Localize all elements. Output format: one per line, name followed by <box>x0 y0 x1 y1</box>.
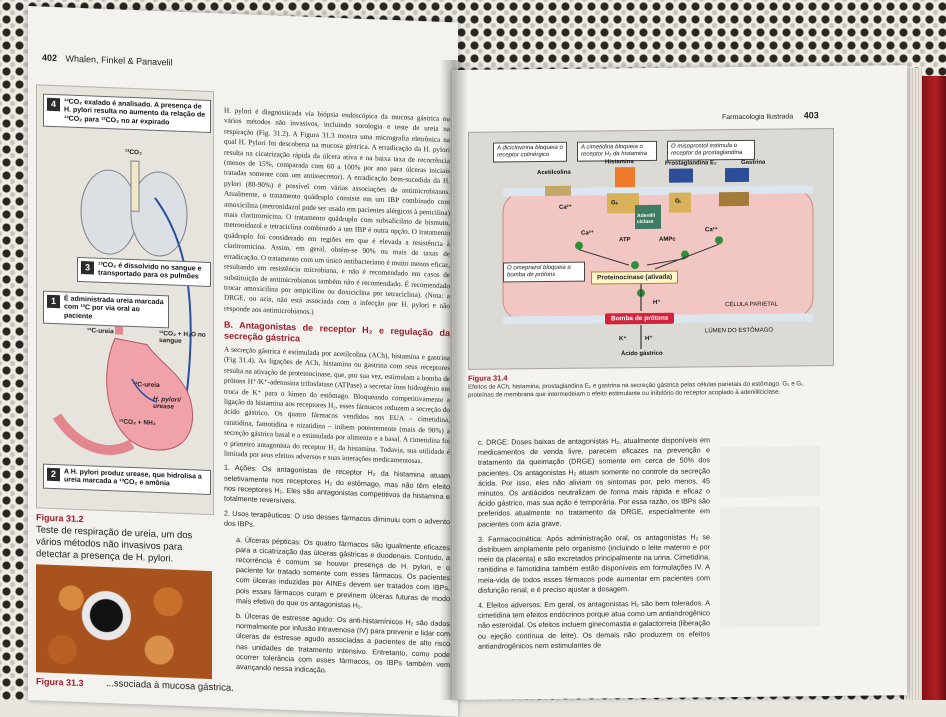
proteinkinase-box: Proteinocinase (ativada) <box>591 270 679 285</box>
figure-31-4-label: Figura 31.4 <box>468 373 508 383</box>
paragraph-gastric-secretion: A secreção gástrica é estimulada por ace… <box>224 345 450 466</box>
right-running-header: Farmacologia Ilustrada <box>722 113 794 122</box>
right-page: Farmacologia Ilustrada 403 A dicicloviri… <box>452 65 907 700</box>
figure-31-2-caption: Teste de respiração de ureia, um dos vár… <box>36 524 193 565</box>
co2-nh3-label: ¹³CO₂ + NH₃ <box>119 418 156 427</box>
right-text-column: c. DRGE: Doses baixas de antagonistas H₂… <box>478 435 710 656</box>
label-histamina: Histamina <box>605 159 634 166</box>
left-running-header: Whalen, Finkel & Panavelil <box>65 53 173 68</box>
book-gutter-shadow <box>440 60 468 700</box>
step-3-box: 3 ¹³CO₂ é dissolvido no sangue e transpo… <box>77 256 211 287</box>
label-lumen: LÚMEN DO ESTÔMAGO <box>705 327 774 335</box>
faded-margin-box-2 <box>720 506 820 628</box>
figure-31-3-label: Figura 31.3 <box>36 676 84 689</box>
figure-31-4-diagram: A diciclovirina bloqueia o receptor coli… <box>468 127 834 370</box>
label-gastrina: Gastrina <box>741 159 766 166</box>
figure-31-2-diagram: 4 ¹³CO₂ exalado é analisado. A presença … <box>36 84 214 516</box>
step-2-number: 2 <box>47 467 60 482</box>
callout-misoprostol: O misoprostol estimula o receptor da pro… <box>667 139 755 161</box>
label-ca-3: Ca²⁺ <box>559 204 572 211</box>
urea-stomach-label: ¹³C-ureia <box>133 381 160 390</box>
pylori-urease-label: H. pylori/ urease <box>153 395 181 411</box>
faded-margin-box-1 <box>720 446 820 498</box>
figure-31-4-caption: Efeitos de ACh, histamina, prostaglandin… <box>468 380 804 399</box>
item-b-stress-ulcers: b. Úlceras de estresse agudo: Os anti-hi… <box>236 611 450 675</box>
figure-31-3-caption: ...ssociada à mucosa gástrica. <box>106 677 234 694</box>
page-stack-edge <box>904 68 922 700</box>
label-prostaglandina: Prostaglandina E₂ <box>665 160 717 167</box>
left-text-column: H. pylori é diagnosticada via biópsia en… <box>224 106 450 686</box>
section-b-title: B. Antagonistas de receptor H₂ e regulaç… <box>224 319 450 343</box>
figure-31-2-label: Figura 31.2 <box>36 512 84 525</box>
step-3-text: ¹³CO₂ é dissolvido no sangue e transport… <box>98 261 202 281</box>
callout-omeprazol: O omeprazol bloqueia a bomba de prótons <box>503 261 585 283</box>
label-gi: Gᵢ <box>675 198 681 205</box>
label-acetilcolina: Acetilcolina <box>537 169 571 177</box>
step-4-number: 4 <box>47 97 60 112</box>
blood-co2-label: ¹³CO₂ + H₂O no sangue <box>159 330 206 345</box>
label-ca-2: Ca²⁺ <box>705 227 718 234</box>
red-book-edge <box>920 76 946 700</box>
label-ca-1: Ca²⁺ <box>581 230 594 237</box>
step-3-number: 3 <box>81 261 94 275</box>
step-1-number: 1 <box>47 294 60 309</box>
step-4-text: ¹³CO₂ exalado é analisado. A presença de… <box>64 98 206 127</box>
step-2-text: A H. pylori produz urease, que hidrolisa… <box>64 468 202 488</box>
label-h-plus-2: H⁺ <box>645 335 653 342</box>
left-page-header: 402 Whalen, Finkel & Panavelil <box>42 53 173 68</box>
urea-label: ¹³C-ureia <box>87 327 114 336</box>
step-4-box: 4 ¹³CO₂ exalado é analisado. A presença … <box>43 93 211 134</box>
breath-test-illustration <box>52 160 193 455</box>
left-page: 402 Whalen, Finkel & Panavelil 4 ¹³CO₂ e… <box>28 6 458 717</box>
item-c-drge: c. DRGE: Doses baixas de antagonistas H₂… <box>478 435 710 529</box>
label-celula-parietal: CÉLULA PARIETAL <box>725 301 778 309</box>
parietal-cell-illustration <box>502 167 814 350</box>
item-2-uses: 2. Usos terapêuticos: O uso desses fárma… <box>224 508 450 530</box>
left-page-number: 402 <box>42 52 58 64</box>
step-1-text: É administrada ureia marcada com ¹³C por… <box>64 295 164 321</box>
right-page-header: Farmacologia Ilustrada 403 <box>722 110 825 121</box>
callout-diciclovirina: A diciclovirina bloqueia o receptor coli… <box>493 141 567 163</box>
proton-pump-box: Bomba de prótons <box>605 312 675 325</box>
item-3-pharmacokinetics: 3. Farmacocinética: Após administração o… <box>478 532 710 595</box>
label-k-plus: K⁺ <box>619 336 627 343</box>
item-a-peptic-ulcers: a. Úlceras pépticas: Os quatro fármacos … <box>236 534 450 610</box>
label-ampc: AMPc <box>659 236 676 243</box>
label-adenilil-ciclase: Adenilil ciclase <box>637 212 656 226</box>
step-1-box: 1 É administrada ureia marcada com ¹³C p… <box>43 290 169 329</box>
paragraph-h-pylori: H. pylori é diagnosticada via biópsia en… <box>224 106 450 316</box>
label-gs: Gₛ <box>611 200 618 207</box>
co2-label: ¹³CO₂ <box>125 148 142 157</box>
right-page-number: 403 <box>803 110 819 121</box>
electron-micrograph-image <box>36 564 212 680</box>
label-atp: ATP <box>619 237 631 244</box>
label-acido-gastrico: Ácido gástrico <box>621 350 663 358</box>
item-4-adverse-effects: 4. Efeitos adversos: Em geral, os antago… <box>478 598 710 651</box>
item-1-actions: 1. Ações: Os antagonistas de receptor H₂… <box>224 462 450 506</box>
label-h-plus: H⁺ <box>653 299 661 306</box>
